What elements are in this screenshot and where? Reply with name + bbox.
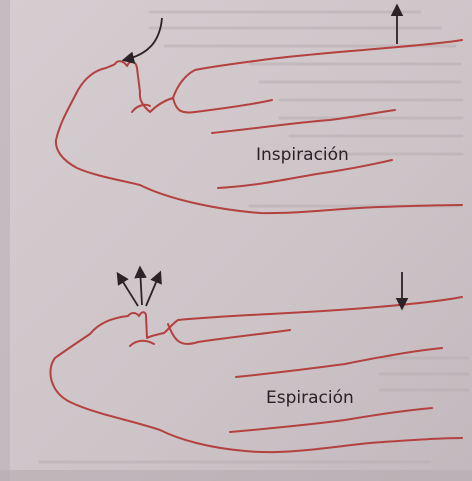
page-bottom-edge — [0, 470, 472, 481]
inspiration-label: Inspiración — [256, 145, 349, 165]
expiration-label: Espiración — [266, 388, 354, 408]
page-edge-shadow — [0, 0, 10, 481]
